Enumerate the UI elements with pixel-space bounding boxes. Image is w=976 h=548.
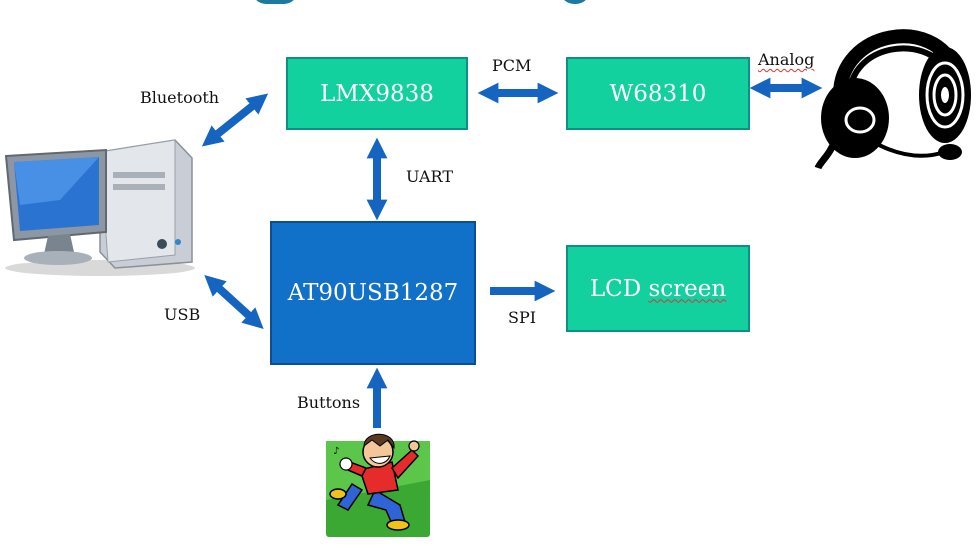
dancing-person-icon: ♪ — [326, 433, 430, 537]
usb-label: USB — [164, 305, 201, 324]
lcd-screen-block: LCD screen — [566, 245, 750, 332]
buttons-label: Buttons — [297, 393, 361, 412]
title-fragment-right — [560, 0, 590, 4]
analog-label: Analog — [758, 50, 815, 69]
screen-word: screen — [648, 275, 727, 302]
w68310-label: W68310 — [609, 80, 707, 107]
at90usb1287-block: AT90USB1287 — [270, 221, 476, 365]
title-fragment-left — [252, 0, 298, 4]
lmx9838-block: LMX9838 — [286, 57, 468, 130]
bluetooth-arrow — [201, 93, 269, 147]
pcm-label: PCM — [492, 56, 532, 75]
w68310-block: W68310 — [566, 57, 750, 130]
lcd-word: LCD — [589, 275, 642, 302]
svg-text:♪: ♪ — [333, 446, 339, 457]
usb-arrow — [204, 275, 264, 329]
headset-icon — [814, 29, 971, 170]
uart-label: UART — [406, 167, 453, 186]
spi-label: SPI — [508, 308, 537, 327]
at90usb1287-label: AT90USB1287 — [287, 280, 459, 306]
desktop-computer-icon — [4, 139, 195, 276]
lcd-screen-label: LCD screen — [590, 276, 726, 302]
bluetooth-label: Bluetooth — [140, 88, 220, 107]
lmx9838-label: LMX9838 — [320, 80, 434, 107]
